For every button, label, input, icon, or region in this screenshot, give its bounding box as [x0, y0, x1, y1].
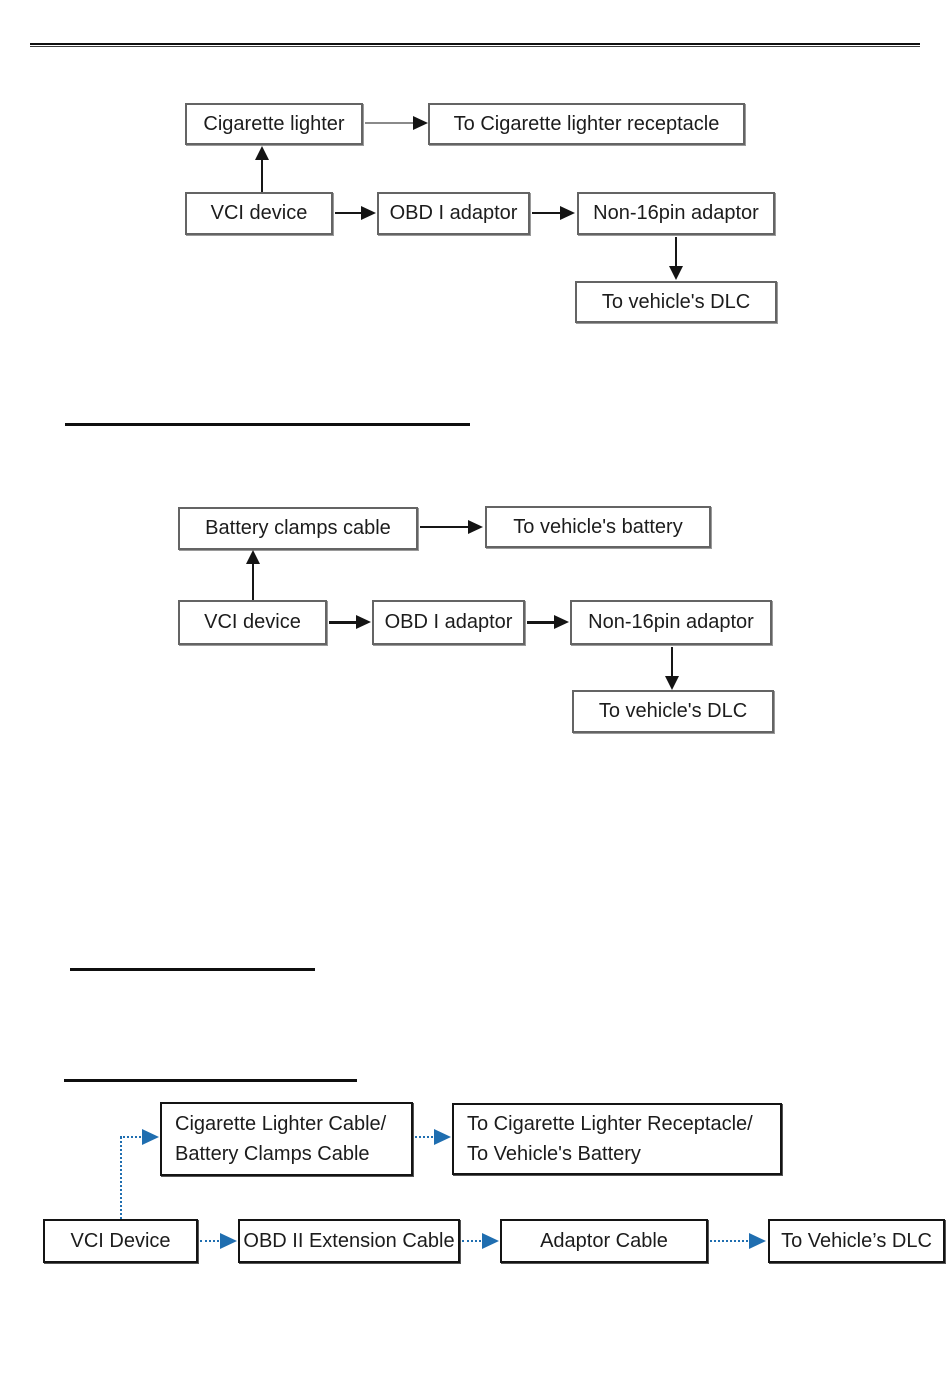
blank-underlined-heading [65, 423, 470, 426]
node-label: To Cigarette lighter receptacle [453, 112, 720, 135]
arrow-right-icon [220, 1233, 237, 1249]
node-label-line1: Cigarette Lighter Cable/ [175, 1113, 387, 1135]
node-label: VCI Device [70, 1229, 171, 1252]
dotted-arrow-line [120, 1136, 144, 1138]
node-label: VCI device [204, 611, 301, 633]
arrow-line [671, 647, 673, 678]
node-label-line2: To Vehicle's Battery [467, 1143, 641, 1165]
arrow-up-icon [246, 550, 260, 564]
node-to-vehicles-battery: To vehicle's battery [485, 506, 711, 548]
arrow-line [261, 158, 263, 192]
node-cigarette-lighter-battery-clamps-cable: Cigarette Lighter Cable/ Battery Clamps … [160, 1102, 413, 1176]
node-obd2-extension-cable: OBD II Extension Cable [238, 1219, 460, 1263]
node-label: OBD II Extension Cable [243, 1229, 455, 1252]
node-label: Adaptor Cable [540, 1229, 668, 1252]
arrow-right-icon [434, 1129, 451, 1145]
node-label: To Vehicle’s DLC [781, 1229, 932, 1252]
arrow-right-icon [560, 206, 575, 220]
arrow-down-icon [665, 676, 679, 690]
arrow-line [335, 212, 363, 214]
node-non16pin-adaptor: Non-16pin adaptor [570, 600, 772, 645]
arrow-line [532, 212, 560, 214]
arrow-right-icon [356, 615, 371, 629]
dotted-arrow-line [415, 1136, 437, 1138]
node-cigarette-lighter: Cigarette lighter [185, 103, 363, 145]
arrow-line [365, 122, 414, 124]
node-vci-device: VCI device [178, 600, 327, 645]
node-to-vehicles-dlc: To vehicle's DLC [572, 690, 774, 733]
blank-underlined-heading [64, 1079, 357, 1082]
node-non16pin-adaptor: Non-16pin adaptor [577, 192, 775, 235]
node-label: Non-16pin adaptor [593, 202, 759, 224]
node-vci-device: VCI Device [43, 1219, 198, 1263]
node-to-vehicles-dlc: To Vehicle’s DLC [768, 1219, 945, 1263]
arrow-line [675, 237, 677, 268]
blank-underlined-heading [70, 968, 315, 971]
arrow-right-icon [554, 615, 569, 629]
node-to-cigarette-lighter-receptacle: To Cigarette lighter receptacle [428, 103, 745, 145]
node-label-line2: Battery Clamps Cable [175, 1143, 370, 1165]
arrow-right-icon [482, 1233, 499, 1249]
arrow-down-icon [669, 266, 683, 280]
node-label: OBD I adaptor [384, 611, 513, 633]
node-label-line1: To Cigarette Lighter Receptacle/ [467, 1113, 753, 1135]
dotted-arrow-line [120, 1137, 122, 1219]
arrow-right-icon [749, 1233, 766, 1249]
node-label: To vehicle's battery [513, 515, 683, 538]
node-label: VCI device [210, 202, 308, 224]
arrow-right-icon [468, 520, 483, 534]
dotted-arrow-line [710, 1240, 752, 1242]
arrow-right-icon [413, 116, 428, 130]
arrow-line [329, 621, 358, 624]
node-label: Battery clamps cable [205, 517, 391, 539]
dotted-arrow-line [462, 1240, 485, 1242]
node-obd1-adaptor: OBD I adaptor [377, 192, 530, 235]
node-label: To vehicle's DLC [601, 290, 751, 313]
node-label: Non-16pin adaptor [588, 611, 754, 633]
arrow-right-icon [142, 1129, 159, 1145]
node-to-vehicles-dlc: To vehicle's DLC [575, 281, 777, 323]
node-vci-device: VCI device [185, 192, 333, 235]
arrow-line [420, 526, 469, 528]
node-adaptor-cable: Adaptor Cable [500, 1219, 708, 1263]
dotted-arrow-line [200, 1240, 223, 1242]
node-battery-clamps-cable: Battery clamps cable [178, 507, 418, 550]
page-top-rule [30, 43, 920, 47]
node-label: OBD I adaptor [389, 202, 518, 224]
node-label: To vehicle's DLC [598, 700, 748, 722]
node-to-receptacle-or-battery: To Cigarette Lighter Receptacle/ To Vehi… [452, 1103, 782, 1175]
node-label: Cigarette lighter [203, 112, 345, 135]
arrow-up-icon [255, 146, 269, 160]
node-obd1-adaptor: OBD I adaptor [372, 600, 525, 645]
arrow-right-icon [361, 206, 376, 220]
arrow-line [252, 562, 254, 600]
arrow-line [527, 621, 556, 624]
